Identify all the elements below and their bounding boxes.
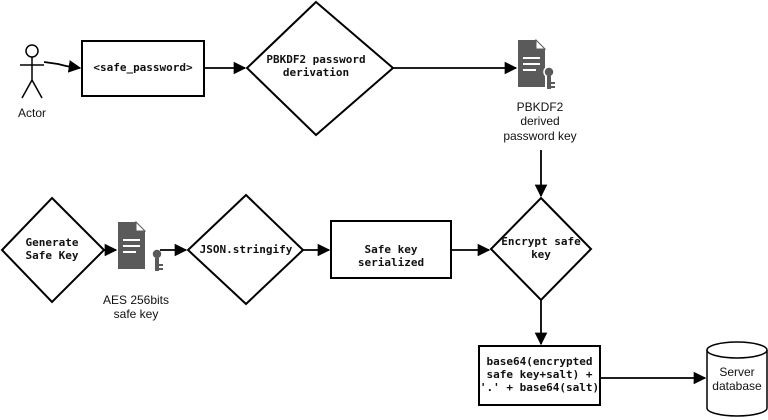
aes-key-label: AES 256bits safe key [102,293,170,322]
arrow-actor-to-password [43,60,82,73]
pbkdf2-key-document-icon [518,38,555,89]
json-stringify-label: JSON.stringify [199,243,293,256]
pbkdf2-derivation-diamond [245,0,395,137]
generate-safe-key-label: Generate Safe Key [25,236,79,263]
aes-key-document-icon [118,220,163,271]
json-stringify-diamond [186,193,305,306]
base64-output-box [478,345,601,406]
safe-password-box [81,40,205,97]
safe-key-serialized-box [330,220,452,279]
server-database-cylinder [706,341,768,417]
encrypt-safe-key-label: Encrypt safe key [501,235,581,262]
server-database-label: Server database [712,365,762,394]
actor-figure [20,44,44,99]
pbkdf2-derivation-label: PBKDF2 password derivation [266,53,366,80]
generate-safe-key-diamond [0,196,106,304]
base64-output-label: base64(encrypted safe key+salt) + '.' + … [479,355,600,395]
safe-key-serialized-label: Safe key serialized [357,243,425,270]
actor-label: Actor [17,106,46,120]
pbkdf2-key-label: PBKDF2 derived password key [503,100,577,143]
safe-password-label: <safe_password> [93,61,193,74]
